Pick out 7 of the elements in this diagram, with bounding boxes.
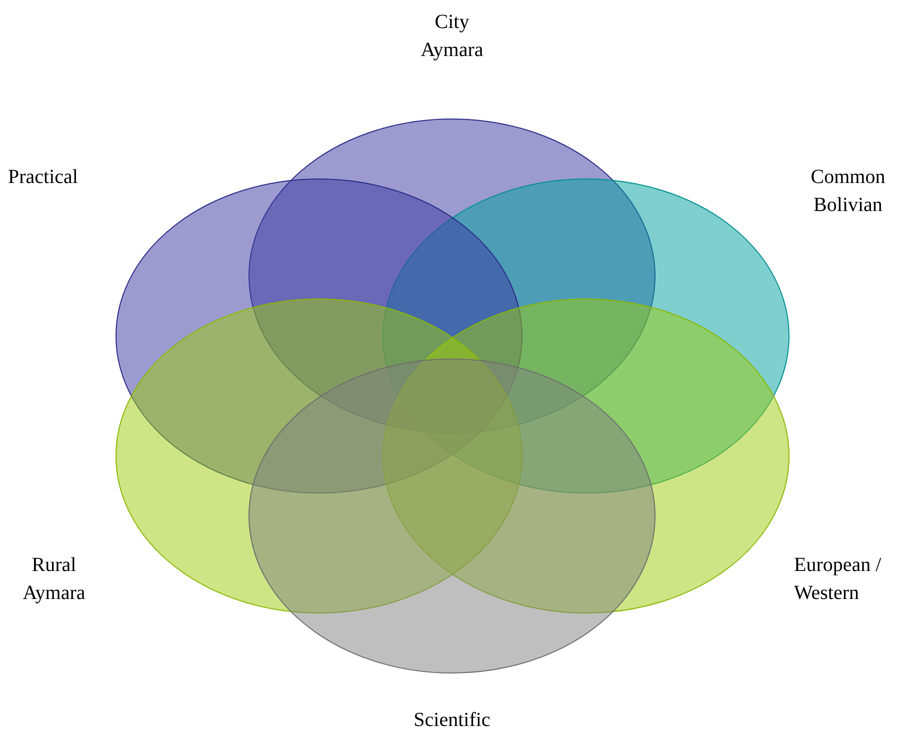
set-label: Practical xyxy=(8,165,79,190)
set-label: Rural Aymara xyxy=(22,553,86,606)
set-label: Common Bolivian xyxy=(810,165,886,218)
set-label: City Aymara xyxy=(420,10,484,63)
set-label: European / Western xyxy=(794,553,882,606)
set-label: Scientific xyxy=(412,708,492,731)
venn-ellipse xyxy=(248,358,656,674)
